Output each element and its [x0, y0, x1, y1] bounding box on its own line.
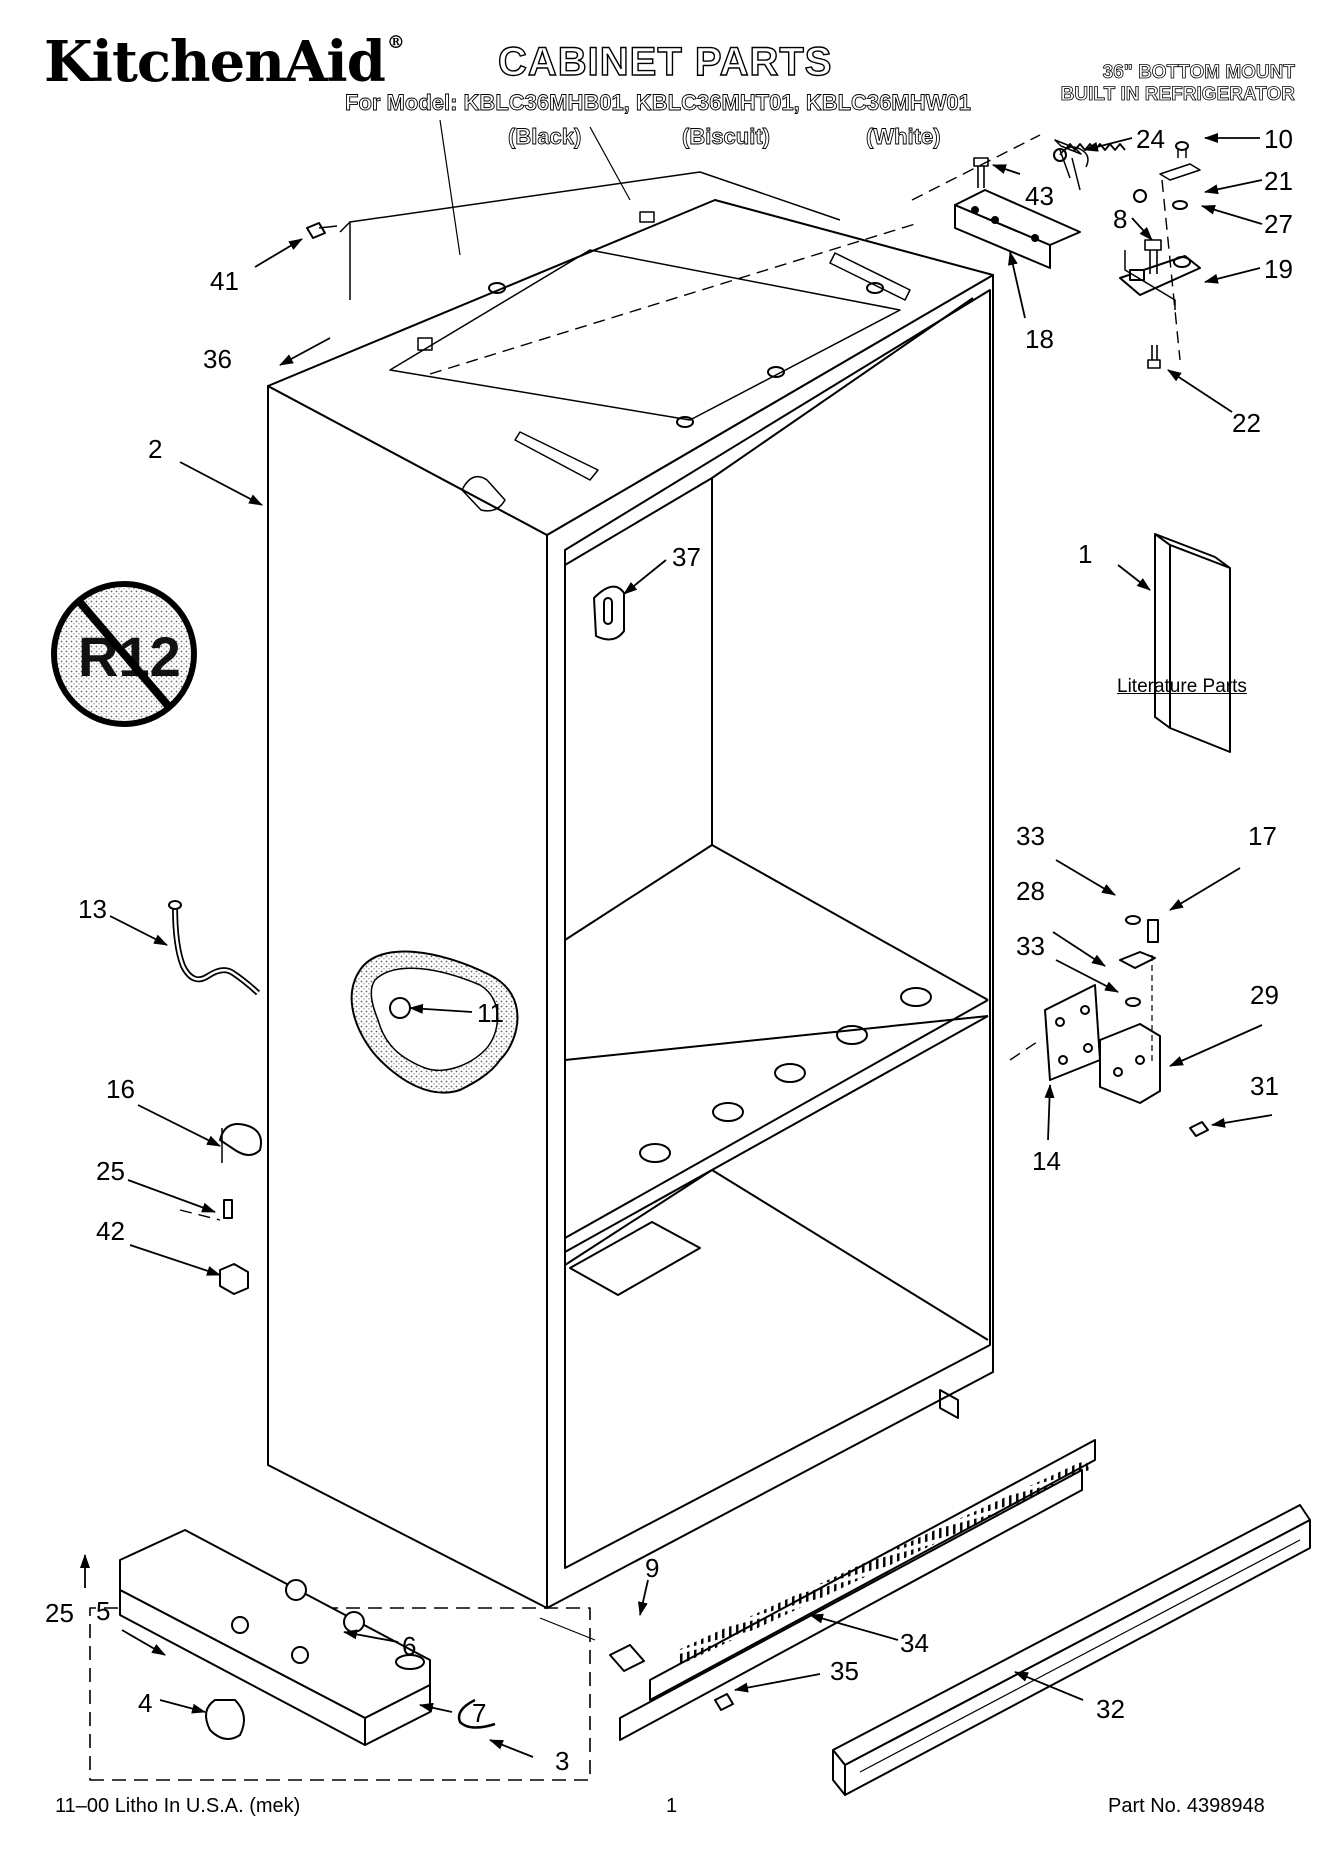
- callout-10: 10: [1264, 124, 1293, 154]
- cabinet-body: [267, 171, 994, 1609]
- callout-8: 8: [1113, 204, 1127, 234]
- top-hinge-assembly: [954, 139, 1201, 369]
- trim-strip: [832, 1504, 1311, 1796]
- brand-name: KitchenAid: [44, 29, 386, 95]
- part-42-nut: [219, 1263, 249, 1295]
- phantom-lines: [179, 134, 1181, 1221]
- callout-2: 2: [148, 434, 162, 464]
- product-subheading: 36" BOTTOM MOUNT BUILT IN REFRIGERATOR: [1060, 62, 1295, 106]
- callout-22: 22: [1232, 408, 1261, 438]
- color-biscuit: (Biscuit): [682, 124, 771, 149]
- part-41-screw: [306, 222, 338, 239]
- callout-25: 25: [96, 1156, 125, 1186]
- callout-33-lower: 33: [1016, 931, 1045, 961]
- toe-grille: [609, 1439, 1096, 1741]
- callout-16: 16: [106, 1074, 135, 1104]
- callout-35: 35: [830, 1656, 859, 1686]
- callout-28: 28: [1016, 876, 1045, 906]
- callout-13: 13: [78, 894, 107, 924]
- leader-arrows: [80, 133, 1273, 1758]
- callout-36: 36: [203, 344, 232, 374]
- insulation-cutaway: [350, 950, 519, 1094]
- base-assembly: [89, 1529, 591, 1781]
- callout-42: 42: [96, 1216, 125, 1246]
- part-25-screw: [223, 1199, 233, 1219]
- brand-registered-mark: ®: [386, 32, 405, 53]
- callout-24: 24: [1136, 124, 1165, 154]
- callout-21: 21: [1264, 166, 1293, 196]
- callout-9: 9: [645, 1553, 659, 1583]
- footer-part-number: Part No. 4398948: [1108, 1795, 1265, 1817]
- callout-34: 34: [900, 1628, 929, 1658]
- footer-page-number: 1: [666, 1795, 678, 1817]
- callout-6: 6: [402, 1631, 416, 1661]
- callout-1: 1: [1078, 539, 1092, 569]
- callout-5: 5: [96, 1596, 110, 1626]
- color-black: (Black): [508, 124, 582, 149]
- model-list: For Model: KBLC36MHB01, KBLC36MHT01, KBL…: [345, 90, 972, 115]
- callout-11: 11: [477, 998, 504, 1028]
- callout-33: 33: [1016, 821, 1045, 851]
- callout-19: 19: [1264, 254, 1293, 284]
- part-13-tube: [172, 905, 261, 996]
- brand-logo: KitchenAid®: [44, 32, 405, 91]
- callout-14: 14: [1032, 1146, 1061, 1176]
- footer-print-info: 11–00 Litho In U.S.A. (mek): [55, 1795, 301, 1817]
- callout-3: 3: [555, 1746, 569, 1776]
- part-16-clamp: [219, 1123, 262, 1156]
- drain-plug: [389, 997, 411, 1019]
- subhead-line-1: 36" BOTTOM MOUNT: [1102, 62, 1295, 84]
- callout-29: 29: [1250, 980, 1279, 1010]
- color-white: (White): [866, 124, 941, 149]
- callout-32: 32: [1096, 1694, 1125, 1724]
- callout-31: 31: [1250, 1071, 1279, 1101]
- callout-17: 17: [1248, 821, 1277, 851]
- callout-27: 27: [1264, 209, 1293, 239]
- callout-43: 43: [1025, 181, 1054, 211]
- part-37-clip: [593, 585, 625, 641]
- literature-parts: [1154, 533, 1231, 753]
- no-r12-symbol: R12: [51, 581, 197, 727]
- literature-parts-label: Literature Parts: [1117, 676, 1247, 697]
- callout-37: 37: [672, 542, 701, 572]
- bottom-hinge-assembly: [1044, 915, 1209, 1137]
- callout-18: 18: [1025, 324, 1054, 354]
- callout-7: 7: [472, 1698, 486, 1728]
- subhead-line-2: BUILT IN REFRIGERATOR: [1060, 83, 1295, 105]
- callout-4: 4: [138, 1688, 152, 1718]
- callout-labels: 1 2 3 4 5 6 7 8 9 10 11 13 14 16 17 18 1…: [45, 124, 1293, 1776]
- callout-25-base: 25: [45, 1598, 74, 1628]
- callout-41: 41: [210, 266, 239, 296]
- page-title: CABINET PARTS: [497, 40, 833, 84]
